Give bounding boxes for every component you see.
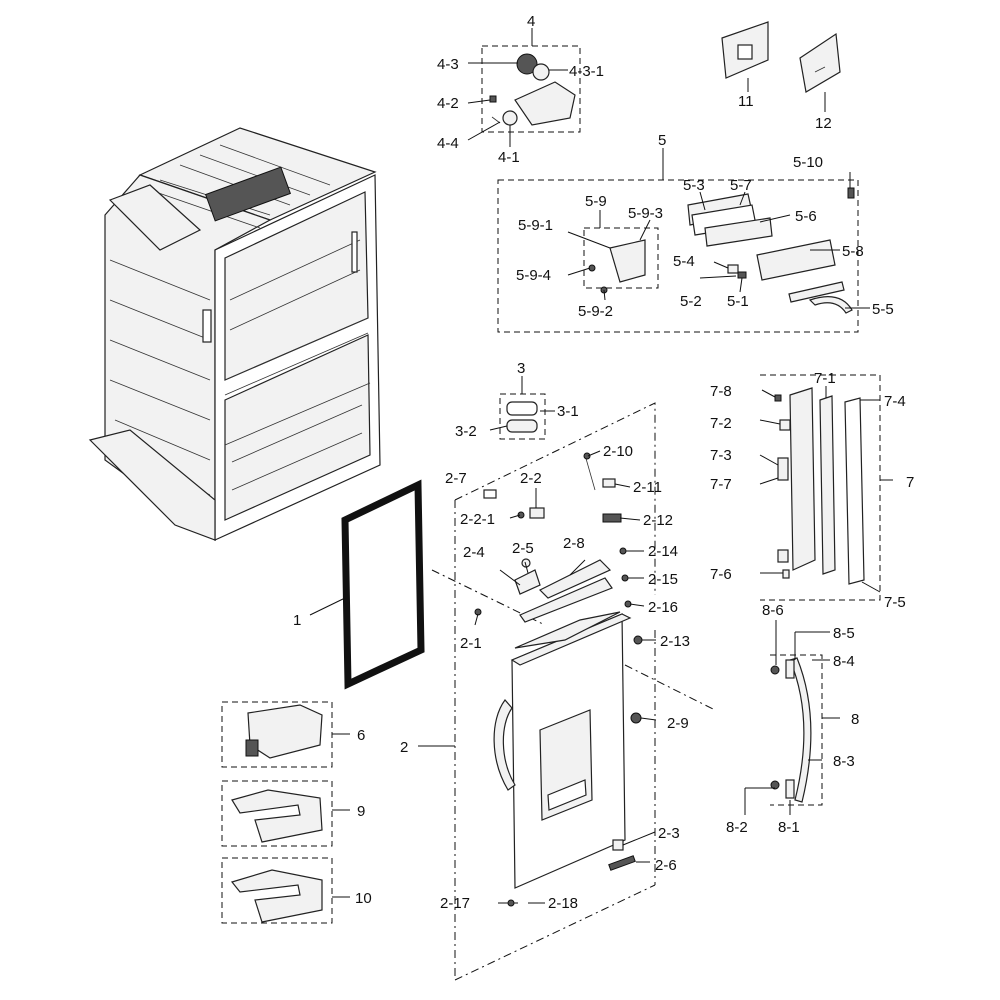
- part-labels: 1 2 2-1 2-2 2-2-1 2-3 2-4 2-5 2-6 2-7 2-…: [293, 13, 914, 912]
- label-7-1: 7-1: [814, 370, 836, 387]
- label-4-3-1: 4-3-1: [569, 63, 604, 80]
- label-7-6: 7-6: [710, 566, 732, 583]
- label-2-16: 2-16: [648, 599, 678, 616]
- refrigerator-cabinet: [88, 127, 381, 542]
- label-5: 5: [658, 132, 666, 149]
- label-7: 7: [906, 474, 914, 491]
- label-5-10: 5-10: [793, 154, 823, 171]
- label-5-9-2: 5-9-2: [578, 303, 613, 320]
- label-8-1: 8-1: [778, 819, 800, 836]
- label-5-8: 5-8: [842, 243, 864, 260]
- label-2-9: 2-9: [667, 715, 689, 732]
- panel-parts: [721, 21, 841, 93]
- label-5-9-4: 5-9-4: [516, 267, 551, 284]
- label-2-8: 2-8: [563, 535, 585, 552]
- label-11: 11: [738, 93, 754, 110]
- label-2-7: 2-7: [445, 470, 467, 487]
- label-5-3: 5-3: [683, 177, 705, 194]
- leader-lines: [309, 28, 893, 904]
- label-8-5: 8-5: [833, 625, 855, 642]
- label-2-13: 2-13: [660, 633, 690, 650]
- label-8-6: 8-6: [762, 602, 784, 619]
- label-10: 10: [355, 890, 372, 907]
- label-5-9-3: 5-9-3: [628, 205, 663, 222]
- label-2-17: 2-17: [440, 895, 470, 912]
- label-2-2: 2-2: [520, 470, 542, 487]
- label-4-2: 4-2: [437, 95, 459, 112]
- label-9: 9: [357, 803, 365, 820]
- label-8-4: 8-4: [833, 653, 855, 670]
- label-5-4: 5-4: [673, 253, 695, 270]
- label-7-2: 7-2: [710, 415, 732, 432]
- part-4-group: [481, 45, 581, 133]
- label-2-5: 2-5: [512, 540, 534, 557]
- label-7-5: 7-5: [884, 594, 906, 611]
- part-7-group: [760, 374, 881, 601]
- label-2-11: 2-11: [633, 479, 662, 496]
- label-2-10: 2-10: [603, 443, 633, 460]
- label-7-4: 7-4: [884, 393, 906, 410]
- label-2-4: 2-4: [463, 544, 485, 561]
- label-2-1: 2-1: [460, 635, 482, 652]
- label-5-9-1: 5-9-1: [518, 217, 553, 234]
- bin-parts: [221, 701, 333, 924]
- label-2-2-1: 2-2-1: [460, 511, 495, 528]
- label-12: 12: [815, 115, 832, 132]
- label-4-4: 4-4: [437, 135, 459, 152]
- label-5-1: 5-1: [727, 293, 749, 310]
- label-6: 6: [357, 727, 365, 744]
- label-3-1: 3-1: [557, 403, 579, 420]
- label-4-3: 4-3: [437, 56, 459, 73]
- label-5-9: 5-9: [585, 193, 607, 210]
- label-5-6: 5-6: [795, 208, 817, 225]
- label-8: 8: [851, 711, 859, 728]
- label-8-3: 8-3: [833, 753, 855, 770]
- label-1: 1: [293, 612, 301, 629]
- label-2-18: 2-18: [548, 895, 578, 912]
- label-5-7: 5-7: [730, 177, 752, 194]
- label-4-1: 4-1: [498, 149, 520, 166]
- label-4: 4: [527, 13, 535, 30]
- part-3-group: [499, 393, 546, 440]
- part-8-group: [770, 654, 823, 806]
- label-2-14: 2-14: [648, 543, 678, 560]
- label-2-6: 2-6: [655, 857, 677, 874]
- label-2: 2: [400, 739, 408, 756]
- label-2-15: 2-15: [648, 571, 678, 588]
- door-assembly: [431, 402, 716, 981]
- label-3-2: 3-2: [455, 423, 477, 440]
- label-7-7: 7-7: [710, 476, 732, 493]
- label-7-3: 7-3: [710, 447, 732, 464]
- label-8-2: 8-2: [726, 819, 748, 836]
- label-5-5: 5-5: [872, 301, 894, 318]
- label-2-12: 2-12: [643, 512, 673, 529]
- door-gasket: [341, 479, 425, 690]
- label-5-2: 5-2: [680, 293, 702, 310]
- label-2-3: 2-3: [658, 825, 680, 842]
- label-7-8: 7-8: [710, 383, 732, 400]
- label-3: 3: [517, 360, 525, 377]
